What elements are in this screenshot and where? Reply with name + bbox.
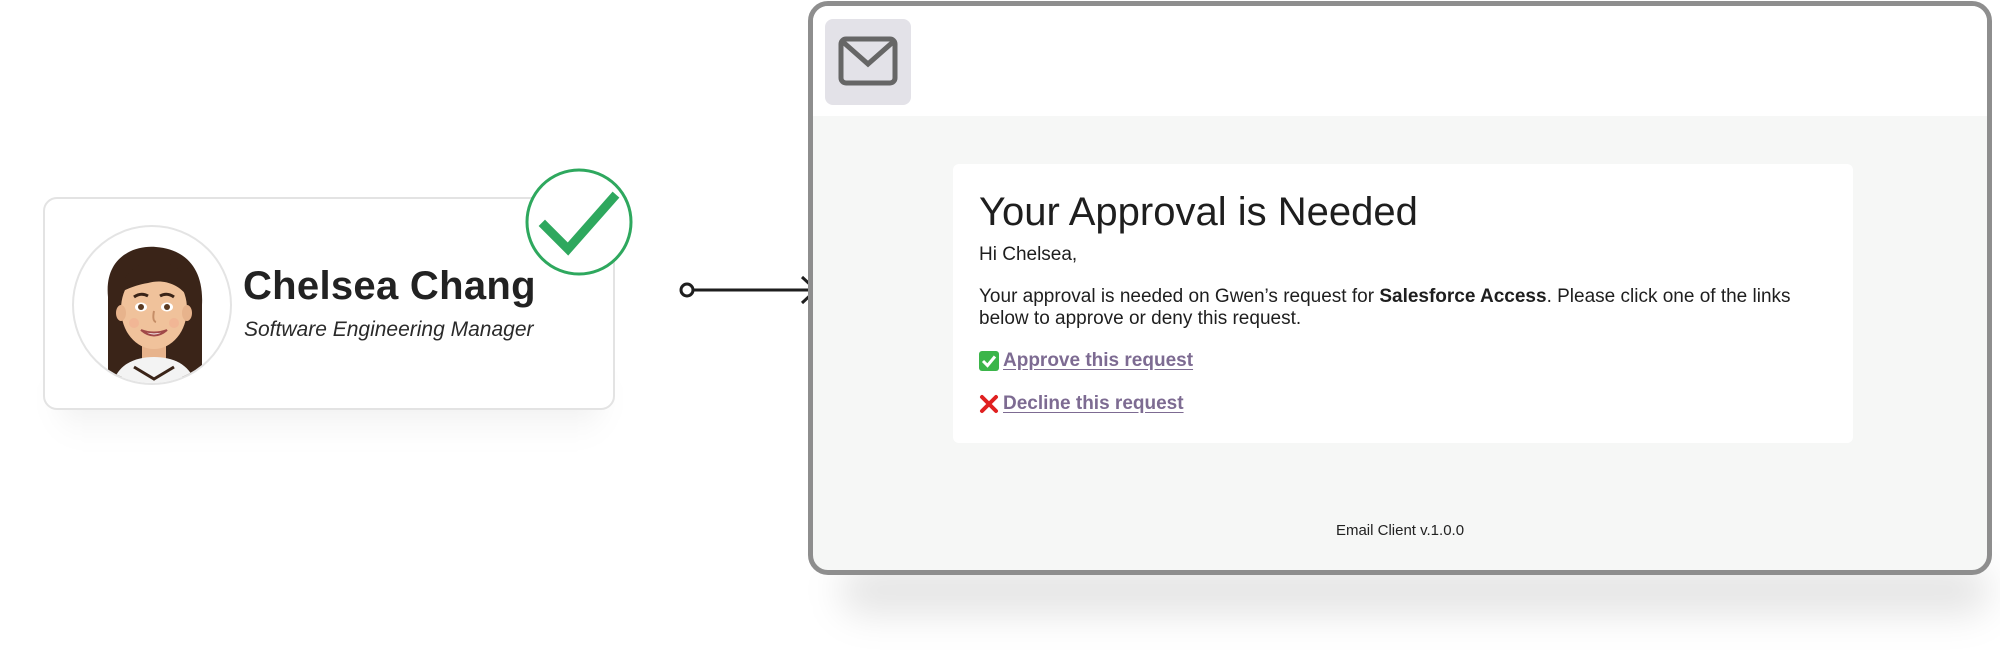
- approved-check-icon: [523, 166, 635, 278]
- person-job-title: Software Engineering Manager: [244, 318, 534, 341]
- email-heading: Your Approval is Needed: [979, 190, 1418, 234]
- email-client-version: Email Client v.1.0.0: [1335, 522, 1465, 539]
- approve-link-row: Approve this request: [979, 350, 1193, 372]
- email-greeting: Hi Chelsea,: [979, 244, 1078, 265]
- email-body-prefix: Your approval is needed on Gwen’s reques…: [979, 286, 1380, 307]
- email-body-suffix: . Please click one of the links below to…: [979, 286, 1791, 329]
- email-body-emphasis: Salesforce Access: [1379, 286, 1547, 307]
- red-cross-icon: [980, 395, 998, 413]
- green-check-box-icon: [979, 351, 999, 371]
- profile-card: Chelsea Chang Software Engineering Manag…: [43, 197, 615, 410]
- person-name: Chelsea Chang: [243, 264, 536, 308]
- envelope-icon[interactable]: [825, 19, 911, 105]
- email-client-window: Your Approval is Needed Hi Chelsea, Your…: [808, 1, 1992, 575]
- email-window-header: [813, 6, 1987, 116]
- decline-request-link[interactable]: Decline this request: [1003, 393, 1184, 414]
- email-body-text: Your approval is needed on Gwen’s reques…: [979, 286, 1819, 330]
- arrow-right-icon: [672, 270, 822, 310]
- approve-request-link[interactable]: Approve this request: [1003, 350, 1194, 371]
- decline-link-row: Decline this request: [979, 393, 1184, 415]
- email-message-card: Your Approval is Needed Hi Chelsea, Your…: [953, 164, 1853, 443]
- woman-avatar-icon: [72, 225, 232, 385]
